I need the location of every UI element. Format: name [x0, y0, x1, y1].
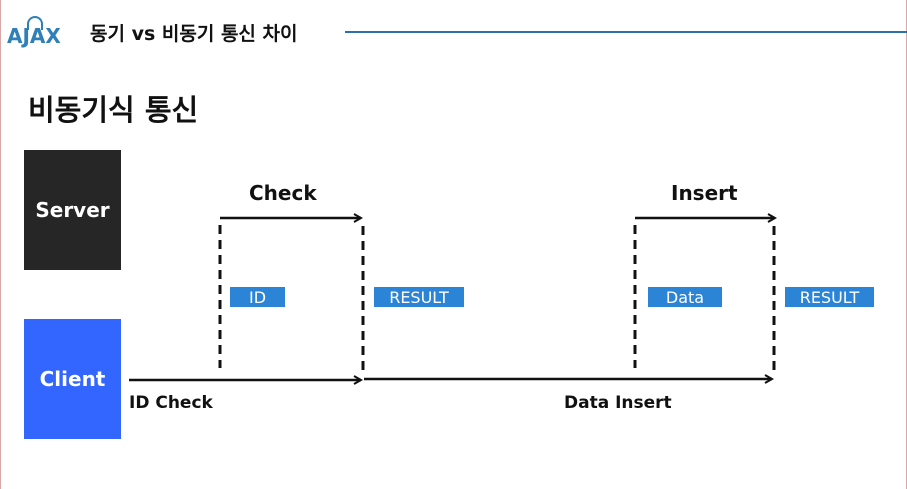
logo-arc-icon [27, 16, 43, 30]
section-title: 비동기식 통신 [28, 93, 199, 127]
client-box: Client [24, 319, 121, 439]
header-title: 동기 vs 비동기 통신 차이 [90, 23, 298, 45]
client-label: Client [39, 367, 106, 391]
result-badge-1: RESULT [374, 287, 464, 307]
ajax-logo: AJAX [7, 16, 77, 48]
result-badge-2: RESULT [785, 287, 874, 307]
header-divider [345, 31, 907, 33]
server-label: Server [35, 198, 110, 222]
logo-text: AJAX [7, 24, 61, 48]
id-badge: ID [230, 287, 285, 307]
data-insert-caption: Data Insert [564, 393, 672, 413]
id-check-caption: ID Check [129, 393, 213, 413]
server-box: Server [24, 150, 121, 270]
frame-left-border [0, 0, 1, 489]
check-label: Check [249, 181, 317, 205]
insert-label: Insert [671, 181, 738, 205]
data-badge: Data [648, 287, 722, 307]
